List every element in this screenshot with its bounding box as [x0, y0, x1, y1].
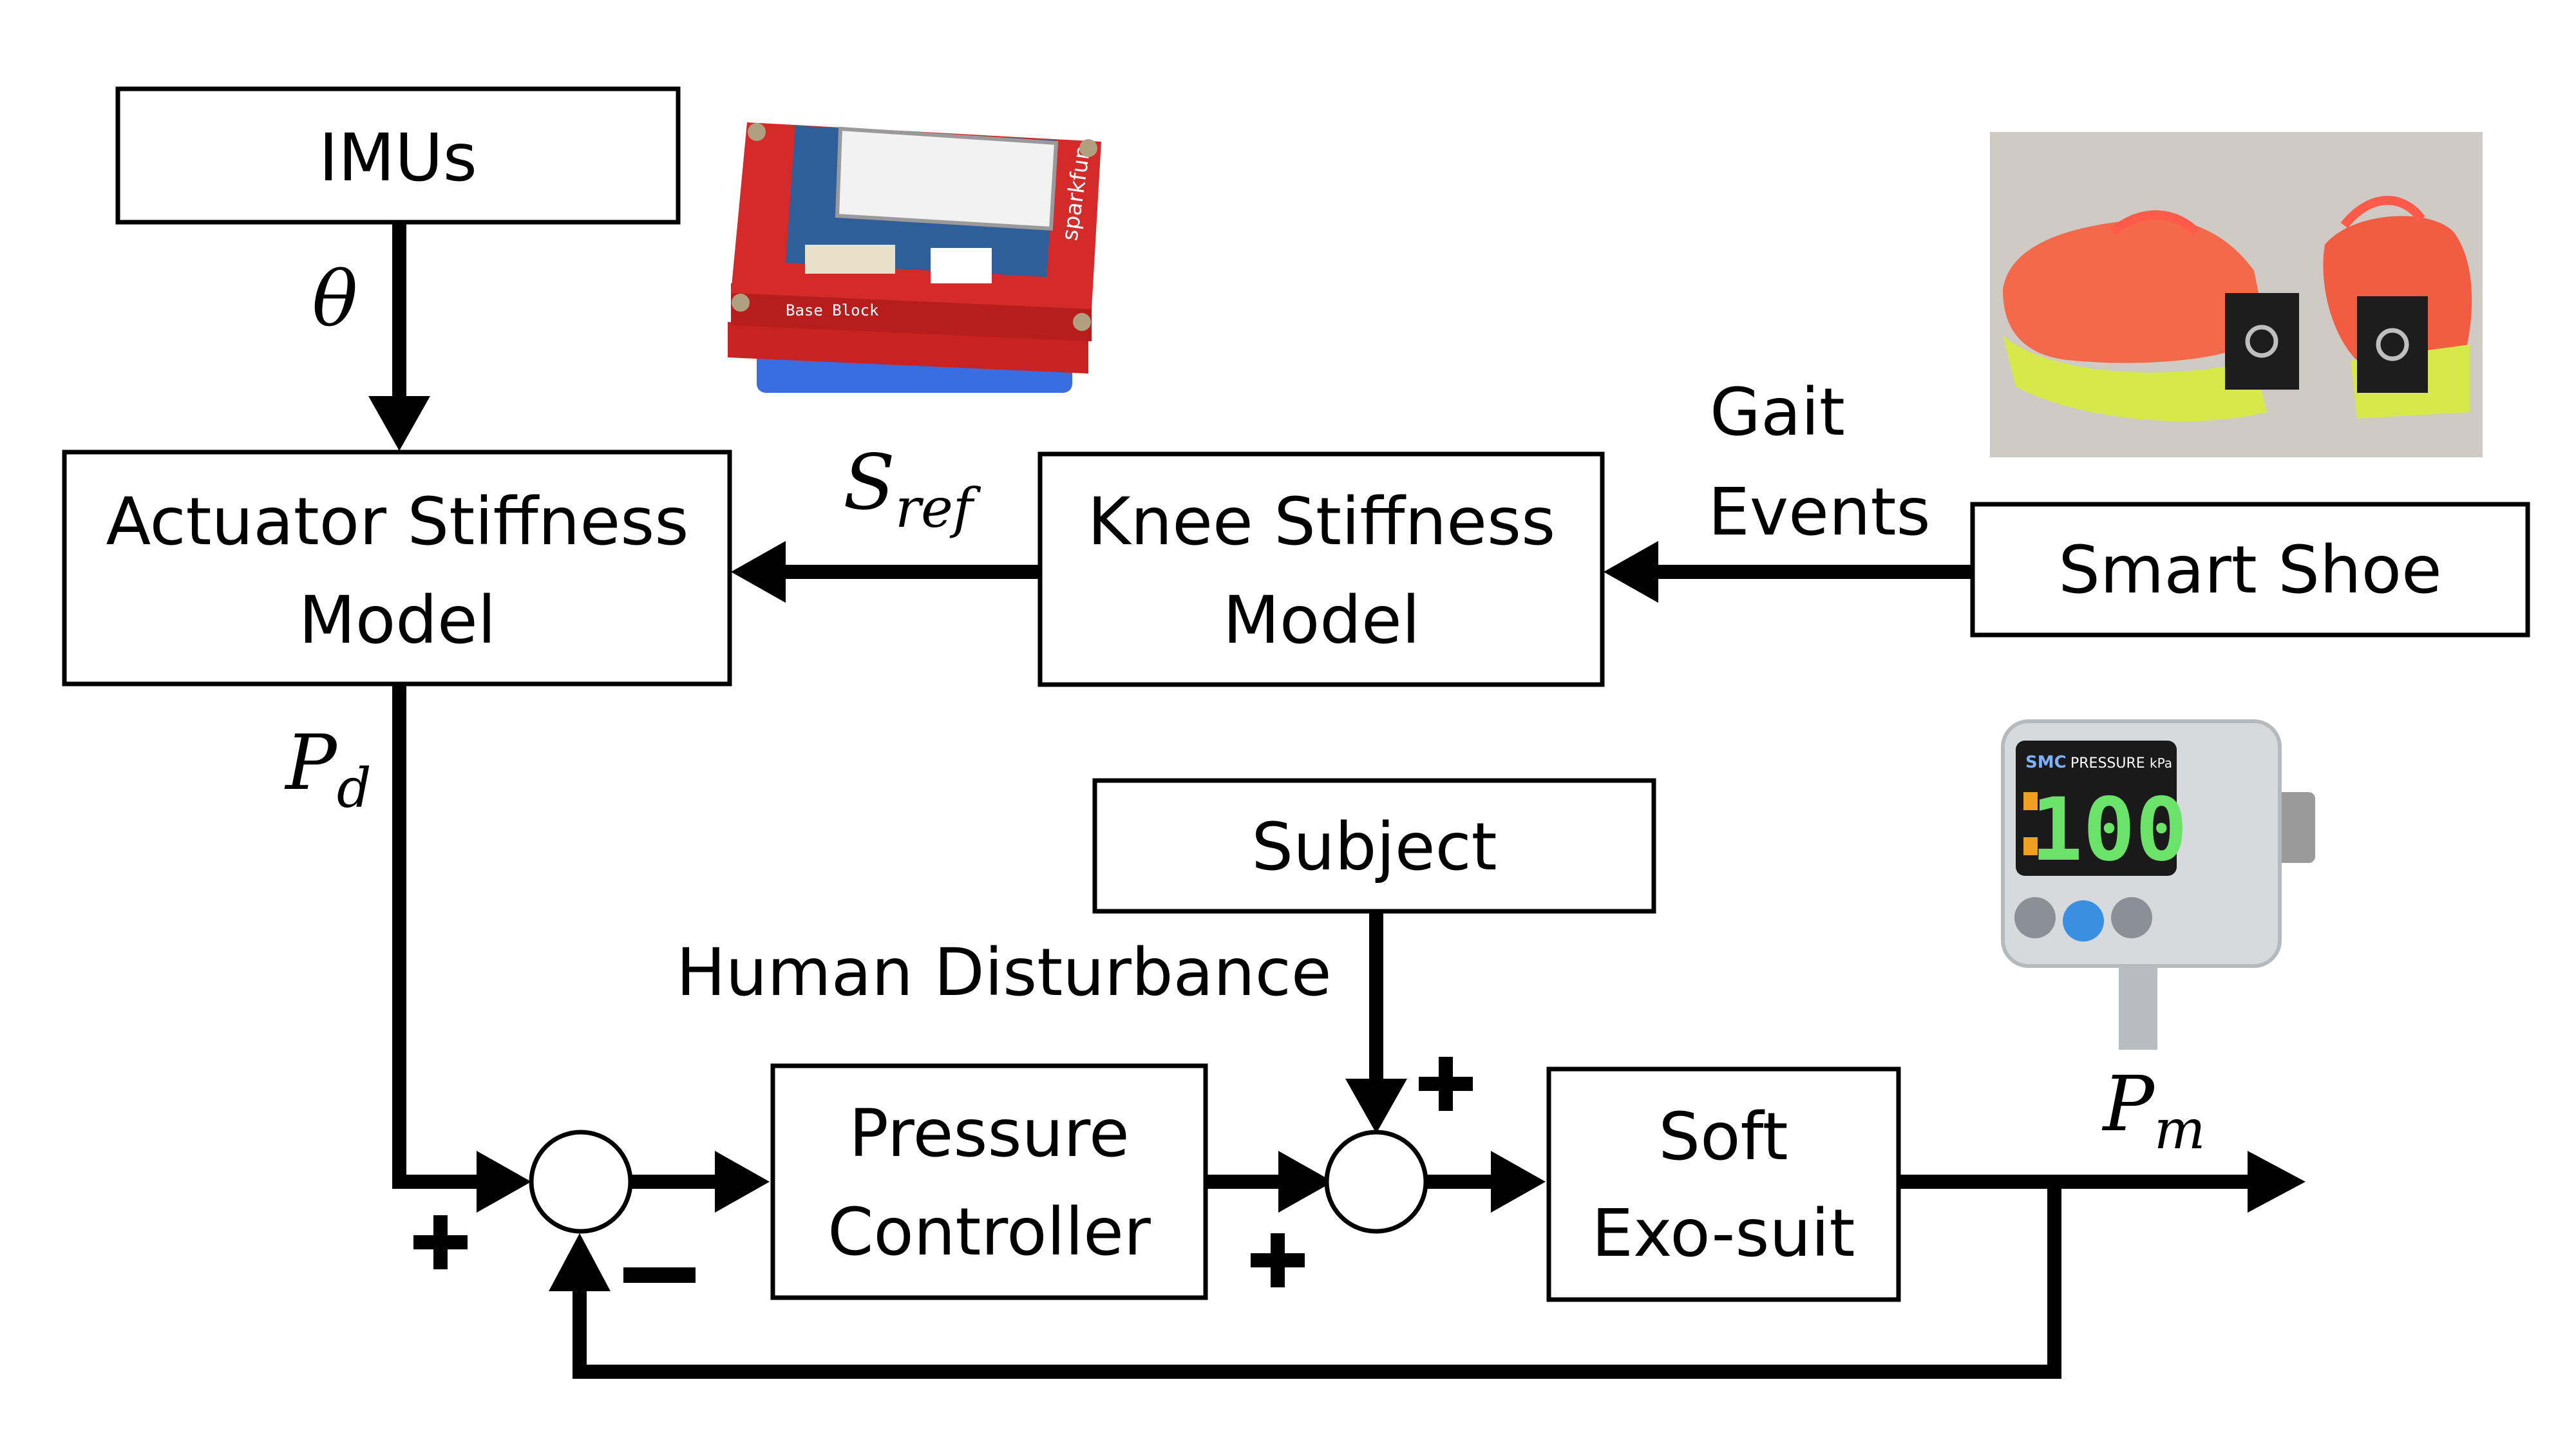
sensor-brand-text: SMC [2025, 753, 2067, 772]
arrowhead-gait [1604, 541, 1658, 603]
arrowhead-pd [477, 1151, 531, 1213]
shoe-right-sensor [2357, 296, 2428, 393]
p-d-label: Pd [284, 718, 371, 820]
actuator-label-line1: Actuator Stiffness [106, 484, 688, 560]
gait-label-line2: Events [1708, 474, 1930, 551]
knee-stiffness-model-block: Knee Stiffness Model [1037, 451, 1605, 687]
wire-pd [392, 686, 486, 1189]
controller-label-line2: Controller [828, 1194, 1151, 1271]
pressure-controller-block: Pressure Controller [770, 1063, 1208, 1300]
sum1-plus-sign [413, 1215, 468, 1269]
smart-shoe-block: Smart Shoe [1970, 502, 2530, 638]
actuator-stiffness-model-block: Actuator Stiffness Model [62, 450, 732, 687]
smart-shoe-label: Smart Shoe [2058, 532, 2442, 609]
exosuit-label-line1: Soft [1658, 1099, 1788, 1175]
arrowhead-pm [2248, 1151, 2306, 1213]
exosuit-label-line2: Exo-suit [1592, 1195, 1855, 1272]
sensor-display [2016, 741, 2177, 876]
sum1-minus-sign [623, 1267, 696, 1283]
shoe-left-sensor-port [2245, 325, 2278, 358]
sensor-button-set [2063, 900, 2104, 942]
shoe-left-sole [2003, 335, 2267, 422]
imus-label: IMUs [319, 120, 477, 196]
board-chip [805, 245, 895, 274]
p-d-base: P [284, 718, 338, 807]
s-ref-label: Sref [843, 438, 981, 540]
sensor-button-down [2111, 897, 2152, 938]
arrowhead-exosuit-in [1491, 1151, 1546, 1213]
sum2-plus-top-sign [1419, 1057, 1473, 1111]
subject-label: Subject [1251, 809, 1497, 886]
smart-shoe-photo [1990, 132, 2483, 457]
controller-label-line1: Pressure [849, 1095, 1130, 1172]
p-d-sub: d [337, 757, 372, 820]
knee-label-line2: Model [1223, 582, 1420, 659]
board-screw-2 [1079, 139, 1097, 157]
soft-exosuit-block: Soft Exo-suit [1546, 1066, 1901, 1302]
gait-label-line1: Gait [1710, 374, 1845, 451]
board-screw-3 [732, 294, 750, 312]
p-m-base: P [2101, 1059, 2155, 1148]
subject-block: Subject [1092, 778, 1656, 914]
shoe-left-body [2003, 218, 2267, 363]
sensor-indicator-1 [2023, 792, 2038, 810]
s-ref-sub: ref [895, 477, 981, 540]
summing-junction-disturbance [1324, 1130, 1428, 1234]
board-screw-4 [1073, 313, 1091, 331]
sensor-reading-text: 100 [2031, 779, 2188, 880]
board-screw-1 [748, 123, 766, 141]
board-base-block-text: Base Block [786, 301, 879, 319]
human-disturbance-label: Human Disturbance [676, 934, 1332, 1011]
imu-board-photo: sparkfun Base Block [728, 122, 1101, 393]
sensor-unit-text: kPa [2150, 755, 2172, 771]
board-white-shield [835, 126, 1059, 231]
knee-label-line1: Knee Stiffness [1088, 484, 1556, 560]
arrowhead-theta [368, 396, 430, 451]
sum2-plus-left-sign [1251, 1233, 1305, 1287]
sensor-button-up [2014, 897, 2056, 938]
signal-wires [368, 222, 2306, 1379]
arrowhead-sum2-in [1278, 1151, 1333, 1213]
arrowhead-disturbance [1345, 1079, 1407, 1133]
shoe-left-sensor [2225, 293, 2299, 390]
arrowhead-sref [731, 541, 786, 603]
arrowhead-feedback [549, 1233, 611, 1291]
shoe-laces [2109, 196, 2425, 236]
sensor-indicator-2 [2023, 837, 2038, 855]
arrowhead-controller-in [715, 1151, 770, 1213]
sensor-label-text: PRESSURE [2070, 755, 2145, 772]
wire-feedback [573, 1182, 2061, 1379]
sensor-cable [2119, 966, 2157, 1050]
board-qr-label [931, 248, 992, 283]
shoe-right-sensor-port [2376, 328, 2409, 361]
p-m-sub: m [2154, 1098, 2206, 1161]
pressure-sensor-photo: SMC PRESSURE kPa 100 [2001, 719, 2315, 1050]
imus-block: IMUs [115, 86, 681, 225]
p-m-label: Pm [2101, 1059, 2205, 1161]
actuator-label-line2: Model [299, 582, 496, 659]
summing-junction-error [529, 1130, 633, 1234]
s-ref-base: S [843, 438, 895, 527]
theta-label: θ [312, 254, 357, 343]
